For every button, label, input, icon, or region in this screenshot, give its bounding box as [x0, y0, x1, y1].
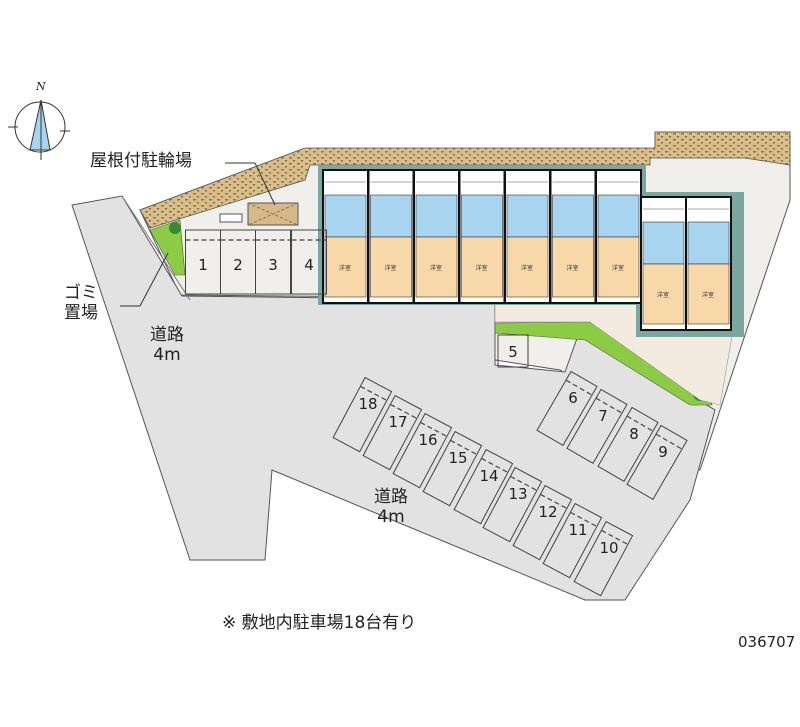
apartment-unit: 洋室 — [549, 169, 597, 304]
parking-spot-7: 7 — [566, 388, 628, 465]
road-width: 4m — [153, 344, 181, 365]
parking-spot-number: 1 — [198, 256, 208, 274]
brick-wall — [139, 131, 791, 229]
parking-spot-3: 3 — [255, 229, 291, 295]
parking-spot-number: 13 — [508, 485, 527, 503]
room-label: 洋室 — [385, 264, 397, 272]
parking-spot-14: 14 — [453, 448, 514, 525]
parking-spot-17: 17 — [362, 394, 423, 471]
parking-spot-9: 9 — [626, 424, 688, 501]
parking-spot-6: 6 — [536, 370, 598, 447]
parking-spot-number: 5 — [508, 343, 518, 361]
parking-spot-number: 16 — [418, 431, 437, 449]
apartment-unit: 洋室 — [413, 169, 460, 304]
room-label: 洋室 — [476, 264, 488, 272]
apartment-unit: 洋室 — [367, 169, 415, 304]
left-road-label: 道路 4m — [150, 325, 184, 365]
road-width: 4m — [377, 506, 405, 527]
parking-spot-8: 8 — [597, 406, 659, 483]
garbage-label-line2: 置場 — [64, 303, 98, 323]
parking-spot-5: 5 — [497, 334, 529, 368]
apartment-unit: 洋室 — [504, 169, 551, 304]
apartment-unit: 洋室 — [322, 169, 369, 304]
parking-spot-16: 16 — [392, 412, 453, 489]
room-label: 洋室 — [702, 291, 714, 299]
tree — [169, 222, 181, 234]
room-label: 洋室 — [430, 264, 442, 272]
parking-spot-number: 7 — [598, 407, 608, 425]
parking-spot-number: 18 — [358, 395, 377, 413]
compass-icon — [8, 99, 70, 160]
compass-north-label: N — [35, 80, 46, 93]
apartment-unit: 洋室 — [640, 196, 687, 331]
parking-spot-18: 18 — [332, 376, 393, 453]
parking-spot-number: 6 — [568, 389, 578, 407]
parking-spot-number: 10 — [599, 539, 618, 557]
room-label: 洋室 — [521, 264, 533, 272]
parking-spot-number: 4 — [304, 256, 314, 274]
apartment-unit: 洋室 — [595, 169, 642, 304]
parking-spot-number: 2 — [233, 256, 243, 274]
parking-spot-number: 14 — [479, 467, 498, 485]
parking-spot-15: 15 — [422, 430, 483, 507]
garbage-station — [219, 213, 243, 223]
parking-spot-4: 4 — [291, 229, 327, 295]
parking-spot-number: 9 — [658, 443, 668, 461]
parking-spot-number: 15 — [448, 449, 467, 467]
room-label: 洋室 — [339, 264, 351, 272]
bottom-road-label: 道路 4m — [374, 487, 408, 527]
parking-spot-number: 12 — [538, 503, 557, 521]
parking-spot-number: 17 — [388, 413, 407, 431]
parking-spot-number: 3 — [268, 256, 278, 274]
road-name: 道路 — [374, 487, 408, 507]
garbage-label-line1: ゴミ — [64, 283, 98, 303]
apartment-unit: 洋室 — [685, 196, 732, 331]
parking-spot-number: 11 — [568, 521, 587, 539]
room-label: 洋室 — [567, 264, 579, 272]
apartment-unit: 洋室 — [458, 169, 506, 304]
parking-spot-number: 8 — [629, 425, 639, 443]
bicycle-parking-label: 屋根付駐輪場 — [90, 151, 192, 171]
property-code: 036707 — [738, 633, 796, 651]
parking-note: ※ 敷地内駐車場18台有り — [222, 613, 417, 633]
road-name: 道路 — [150, 325, 184, 345]
room-label: 洋室 — [657, 291, 669, 299]
room-label: 洋室 — [612, 264, 624, 272]
